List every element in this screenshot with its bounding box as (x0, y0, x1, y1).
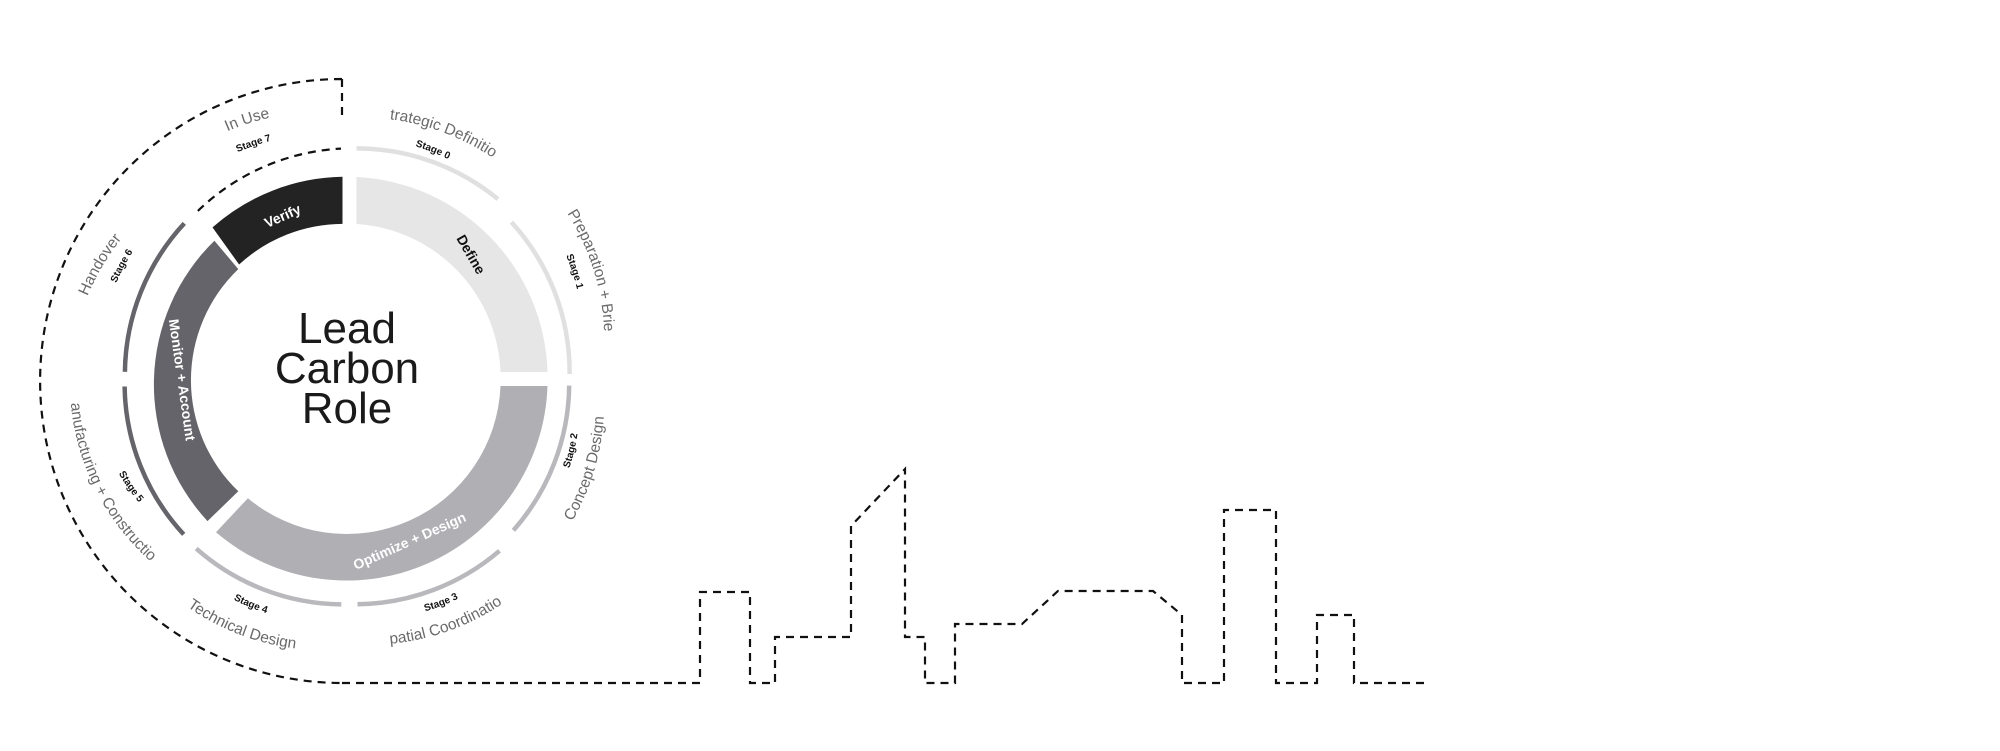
stage-number-5: Stage 5 (116, 469, 145, 505)
center-title-line-2: Carbon (275, 344, 419, 393)
stage-name-2: Concept Design (561, 416, 608, 524)
city-skyline-outline (342, 466, 1427, 685)
center-title-line-1: Lead (298, 304, 396, 353)
stage-arc-2 (511, 385, 572, 532)
phase-segment-verify (212, 176, 343, 265)
stage-arc-3 (357, 549, 501, 607)
stage-arc-5 (122, 386, 186, 536)
stage-arc-7 (197, 147, 342, 212)
stage-arc-0 (356, 146, 500, 201)
phase-segment-monitor (153, 240, 239, 522)
phase-segment-define (356, 177, 548, 372)
center-title-line-3: Role (302, 384, 393, 433)
stage-arc-4 (194, 546, 342, 607)
stage-number-3: Stage 3 (423, 591, 460, 614)
stage-number-7: Stage 7 (235, 133, 273, 155)
outer-dashed-boundary (38, 77, 344, 685)
phase-segment-optimize (216, 386, 548, 581)
stage-arc-1 (509, 220, 572, 375)
stage-number-4: Stage 4 (232, 592, 269, 616)
stage-arc-6 (122, 221, 186, 372)
stage-name-7: In Use (222, 105, 271, 135)
stage-name-0: Strategic Definition (0, 0, 500, 161)
stage-number-1: Stage 1 (563, 253, 585, 291)
